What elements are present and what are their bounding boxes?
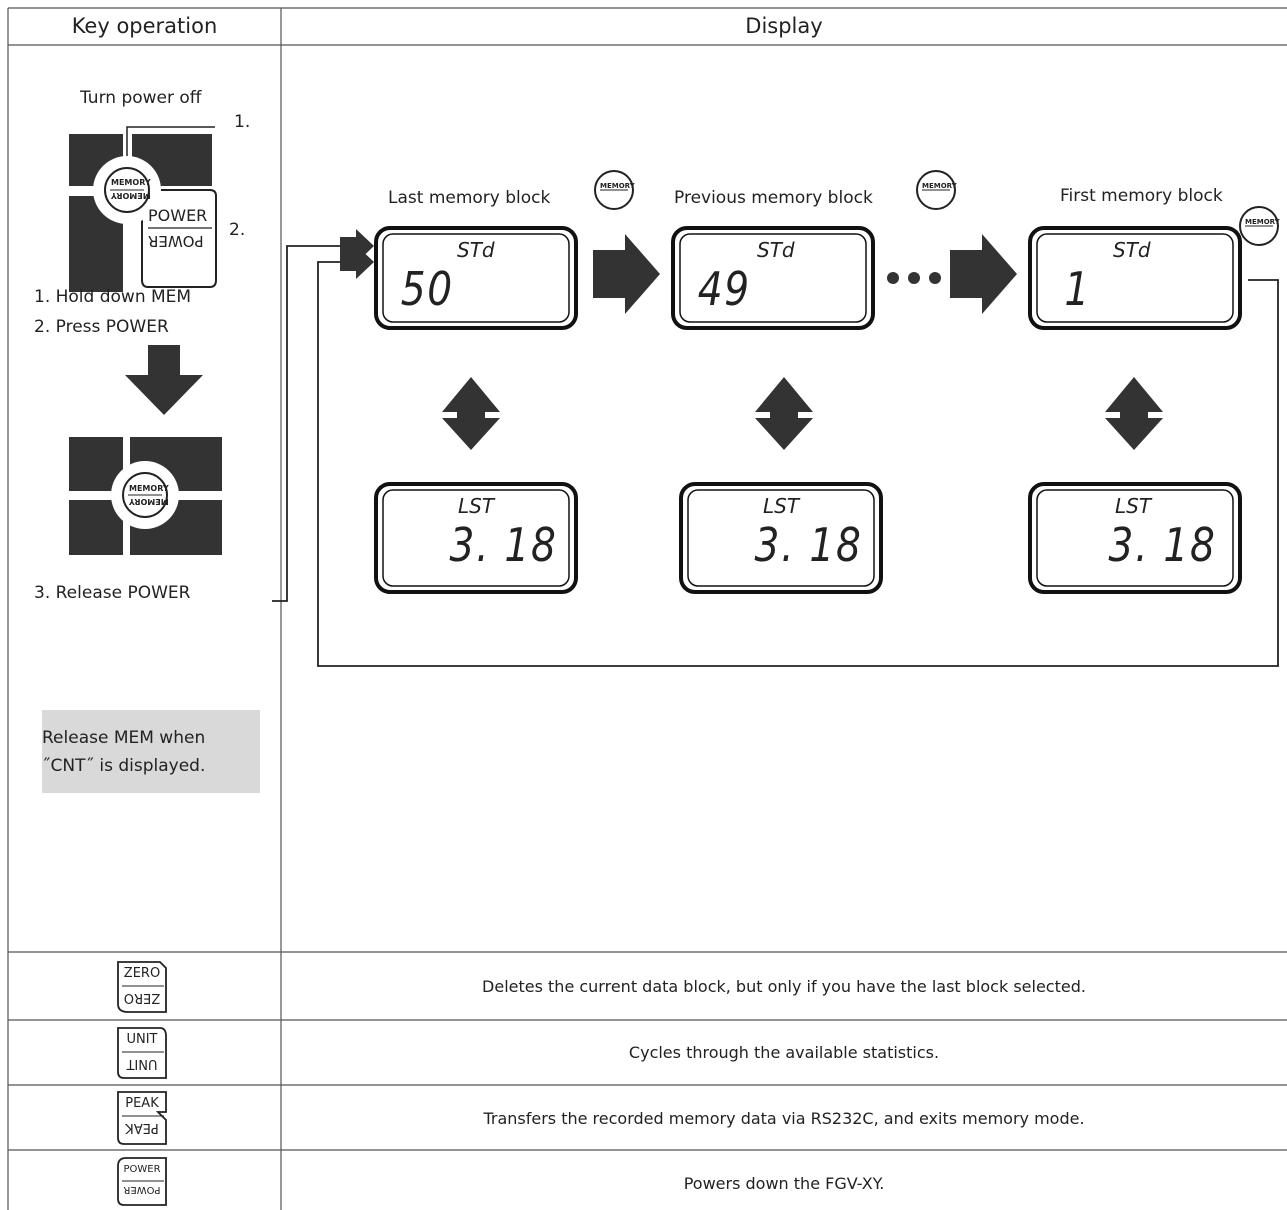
memory-key-top-text: MEMORY <box>111 178 151 187</box>
power-key-bottom: POWER <box>123 1184 161 1195</box>
unit-key-top: UNIT <box>126 1032 158 1047</box>
lcd-top-label-previous: STd <box>757 238 795 262</box>
note-line-2: ˝CNT˝ is displayed. <box>42 756 206 776</box>
lcd-bottom-value-first: 3. 18 <box>1108 518 1217 572</box>
lcd-top-label-first: STd <box>1113 238 1151 262</box>
lcd-bottom-label-first: LST <box>1115 494 1152 518</box>
zero-key-top: ZERO <box>123 966 161 981</box>
block-title-previous: Previous memory block <box>674 188 873 208</box>
lcd-bottom-value-previous: 3. 18 <box>754 518 863 572</box>
lcd-bottom-value-last: 3. 18 <box>449 518 558 572</box>
lcd-top-label-last: STd <box>457 238 495 262</box>
lcd-top-value-last: 50 <box>400 262 454 316</box>
step-2-text: 2. Press POWER <box>34 317 169 337</box>
step-3-text: 3. Release POWER <box>34 583 191 603</box>
power-key-top: POWER <box>123 1164 161 1175</box>
memory-icon-2-text: MEMORY <box>922 182 957 190</box>
power-key-description: Powers down the FGV-XY. <box>683 1174 885 1193</box>
peak-key-description: Transfers the recorded memory data via R… <box>483 1109 1085 1128</box>
unit-key-description: Cycles through the available statistics. <box>628 1043 940 1062</box>
memory-icon-1-text: MEMORY <box>600 182 635 190</box>
memory-key2-top-text: MEMORY <box>129 484 169 493</box>
zero-key-description: Deletes the current data block, but only… <box>482 977 1086 996</box>
peak-key-bottom: PEAK <box>125 1120 159 1135</box>
block-title-last: Last memory block <box>388 188 551 208</box>
lcd-top-last <box>374 226 578 330</box>
note-line-1: Release MEM when <box>42 728 206 748</box>
block-title-first: First memory block <box>1060 186 1223 206</box>
lcd-top-previous <box>671 226 875 330</box>
key-pad-illustration <box>69 126 222 555</box>
header-key-operation: Key operation <box>71 14 218 38</box>
zero-key-bottom: ZERO <box>123 990 161 1005</box>
unit-key-bottom: UNIT <box>126 1056 158 1071</box>
lcd-top-value-first: 1 <box>1064 262 1091 316</box>
step-1-text: 1. Hold down MEM <box>34 287 192 307</box>
turn-power-off-label: Turn power off <box>80 88 202 108</box>
lcd-bottom-label-previous: LST <box>763 494 800 518</box>
lcd-bottom-label-last: LST <box>458 494 495 518</box>
lcd-top-value-previous: 49 <box>697 262 751 316</box>
lcd-top-first <box>1028 226 1242 330</box>
peak-key-top: PEAK <box>125 1096 159 1111</box>
callout-2: 2. <box>229 220 246 240</box>
header-display: Display <box>745 14 823 38</box>
power-key-top-text: POWER <box>148 206 208 225</box>
note-box: Release MEM when ˝CNT˝ is displayed. <box>42 710 260 793</box>
callout-1: 1. <box>234 112 251 132</box>
memory-icon-3-text: MEMORY <box>1245 218 1280 226</box>
